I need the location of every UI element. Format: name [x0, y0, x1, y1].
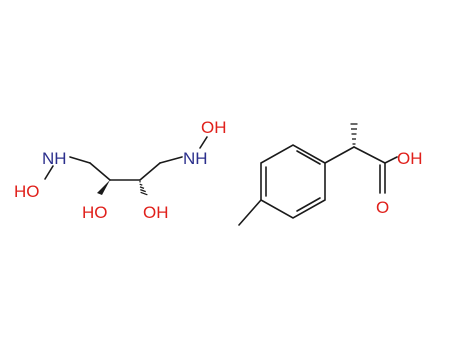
- bond-calpha-ccarboxyl: [353, 146, 386, 164]
- bond-ring-methyl: [238, 199, 262, 226]
- atom-acid-oh: OH: [397, 149, 423, 168]
- hash-c3-oh: [139, 180, 148, 196]
- ring-double-1: [296, 150, 321, 165]
- bond-c1-nleft: [69, 156, 91, 164]
- atom-oh-c3: OH: [143, 203, 169, 222]
- bond-c4-nright: [159, 156, 183, 164]
- bond-c3-c4: [139, 162, 161, 181]
- molecule-right: OH O: [238, 123, 423, 226]
- atom-n-left: NH: [42, 149, 67, 168]
- hash-alpha-methyl: [350, 123, 358, 145]
- bond-nright-o: [199, 136, 208, 149]
- molecule-left: NH HO NH OH HO OH: [14, 118, 227, 222]
- bond-c1-c2: [89, 162, 111, 181]
- ring-double-2: [296, 197, 321, 212]
- atom-oh-c2: HO: [82, 203, 108, 222]
- bond-ccarboxyl-oh: [384, 156, 398, 164]
- benzene-ring: [260, 144, 326, 219]
- atom-carbonyl-o: O: [376, 198, 389, 217]
- wedge-c2-oh: [97, 180, 110, 195]
- bond-ring-calpha: [324, 146, 355, 164]
- atom-n-right: NH: [183, 149, 208, 168]
- atom-oh-right: OH: [201, 118, 227, 137]
- atom-oh-left: HO: [14, 182, 40, 201]
- bond-nleft-o: [44, 165, 54, 180]
